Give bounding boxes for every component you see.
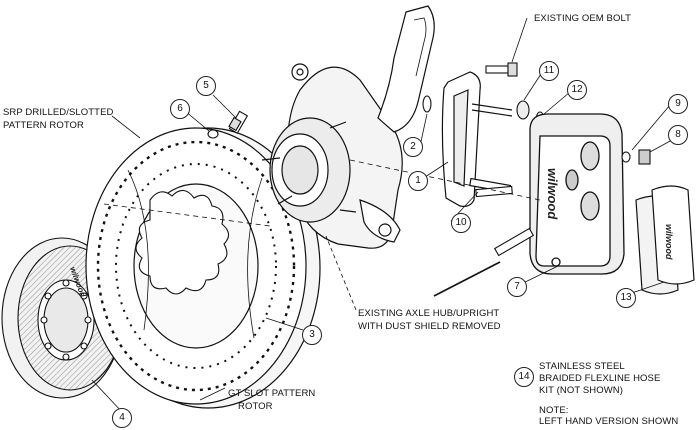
srp-rotor-label-line1: SRP DRILLED/SLOTTED xyxy=(3,107,114,118)
hub-label-line1: EXISTING AXLE HUB/UPRIGHT xyxy=(358,308,500,319)
pad-brand-mark: wilwood xyxy=(664,224,674,260)
note-label-line2: LEFT HAND VERSION SHOWN xyxy=(539,416,679,427)
callout-5: 5 xyxy=(196,76,216,96)
callout-14: 14 xyxy=(514,367,534,387)
callout-8: 8 xyxy=(668,125,688,145)
brake-pads xyxy=(635,185,695,295)
caliper-bracket xyxy=(441,71,513,207)
pins-and-bolts xyxy=(433,185,535,297)
callout-7: 7 xyxy=(507,277,527,297)
caliper-bolts-8-9 xyxy=(621,149,651,165)
callout-6: 6 xyxy=(170,99,190,119)
callout-12: 12 xyxy=(567,80,587,100)
flexline-label-line3: KIT (NOT SHOWN) xyxy=(539,385,624,396)
hub-label-line2: WITH DUST SHIELD REMOVED xyxy=(358,321,501,332)
existing-oem-bolt-label: EXISTING OEM BOLT xyxy=(534,13,632,24)
srp-rotor-label-line2: PATTERN ROTOR xyxy=(3,120,84,131)
gt-rotor-label-line1: GT SLOT PATTERN xyxy=(228,388,316,399)
caliper-brand-mark: wilwood xyxy=(545,168,560,220)
existing-oem-bolt xyxy=(485,62,518,77)
callout-11: 11 xyxy=(539,61,559,81)
rotor-disc xyxy=(85,127,321,409)
callout-2: 2 xyxy=(403,137,423,157)
caliper xyxy=(529,113,625,275)
bolt-and-washer-5-6 xyxy=(207,110,249,139)
callout-3: 3 xyxy=(302,325,322,345)
axle-hub-upright xyxy=(261,5,435,249)
gt-rotor-label-line2: ROTOR xyxy=(238,401,273,412)
callout-10: 10 xyxy=(451,213,471,233)
callout-1: 1 xyxy=(408,171,428,191)
flexline-label-line2: BRAIDED FLEXLINE HOSE xyxy=(539,373,661,384)
callout-4: 4 xyxy=(112,408,132,428)
note-label-line1: NOTE: xyxy=(539,405,569,416)
callout-13: 13 xyxy=(616,288,636,308)
flexline-label-line1: STAINLESS STEEL xyxy=(539,361,625,372)
callout-9: 9 xyxy=(668,94,688,114)
